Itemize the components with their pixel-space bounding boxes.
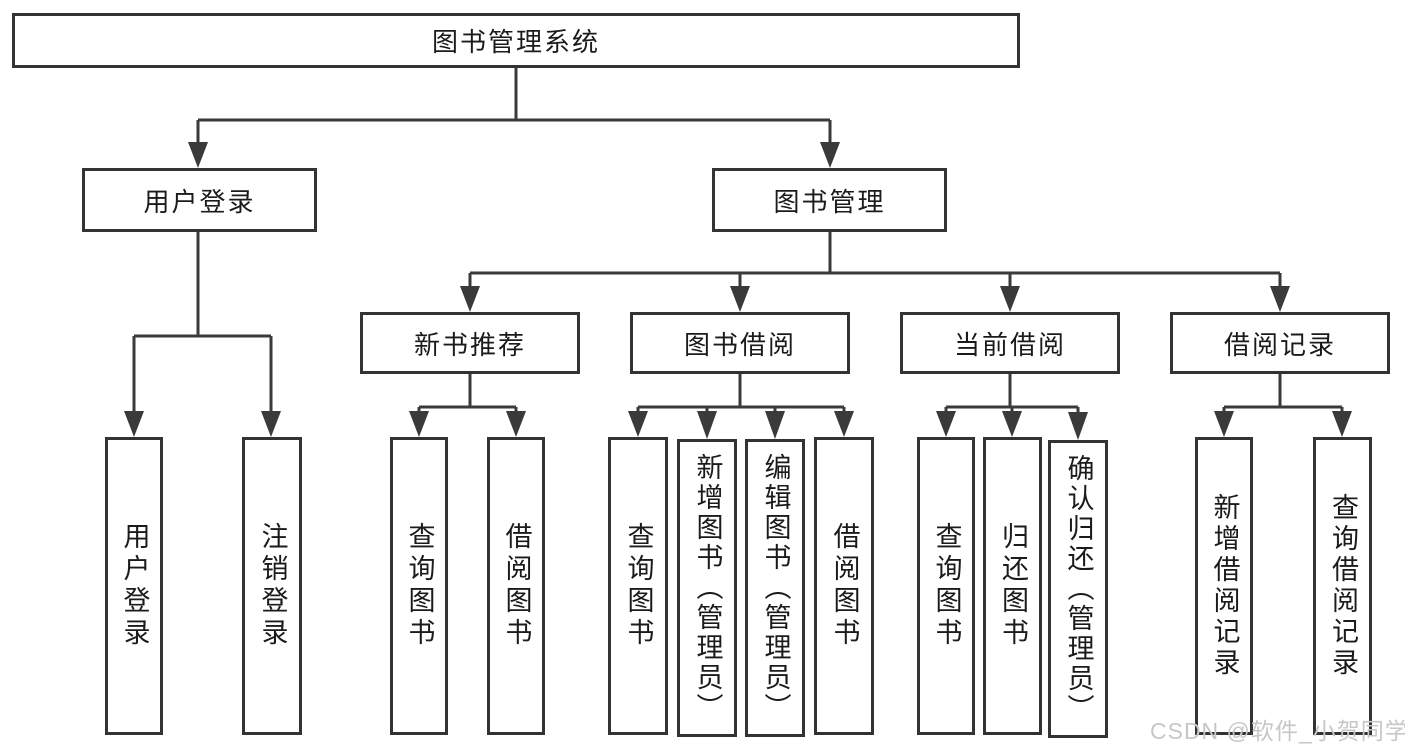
leaf-recommend-borrow-books: 借阅图书 bbox=[487, 437, 545, 735]
leaf-current-confirm-return-admin: 确认归还（管理员） bbox=[1048, 440, 1108, 738]
csdn-watermark: CSDN @软件_小贺同学 bbox=[1150, 718, 1405, 744]
leaf-records-query-record: 查询借阅记录 bbox=[1313, 437, 1372, 735]
leaf-current-return-books: 归还图书 bbox=[983, 437, 1042, 735]
leaf-user-login: 用户登录 bbox=[105, 437, 163, 735]
leaf-borrow-borrow-books: 借阅图书 bbox=[814, 437, 874, 735]
leaf-logout: 注销登录 bbox=[242, 437, 302, 735]
leaf-current-query-books: 查询图书 bbox=[917, 437, 975, 735]
node-current-borrow: 当前借阅 bbox=[900, 312, 1120, 374]
node-borrow-records: 借阅记录 bbox=[1170, 312, 1390, 374]
leaf-recommend-query-books: 查询图书 bbox=[390, 437, 448, 735]
leaf-borrow-add-books-admin: 新增图书（管理员） bbox=[677, 439, 737, 737]
node-library-system: 图书管理系统 bbox=[12, 13, 1020, 68]
leaf-borrow-edit-books-admin: 编辑图书（管理员） bbox=[745, 439, 805, 737]
leaf-borrow-query-books: 查询图书 bbox=[608, 437, 668, 735]
node-user-login: 用户登录 bbox=[82, 168, 317, 232]
node-new-book-recommend: 新书推荐 bbox=[360, 312, 580, 374]
node-book-borrow: 图书借阅 bbox=[630, 312, 850, 374]
leaf-records-add-record: 新增借阅记录 bbox=[1195, 437, 1253, 735]
node-book-management: 图书管理 bbox=[712, 168, 947, 232]
